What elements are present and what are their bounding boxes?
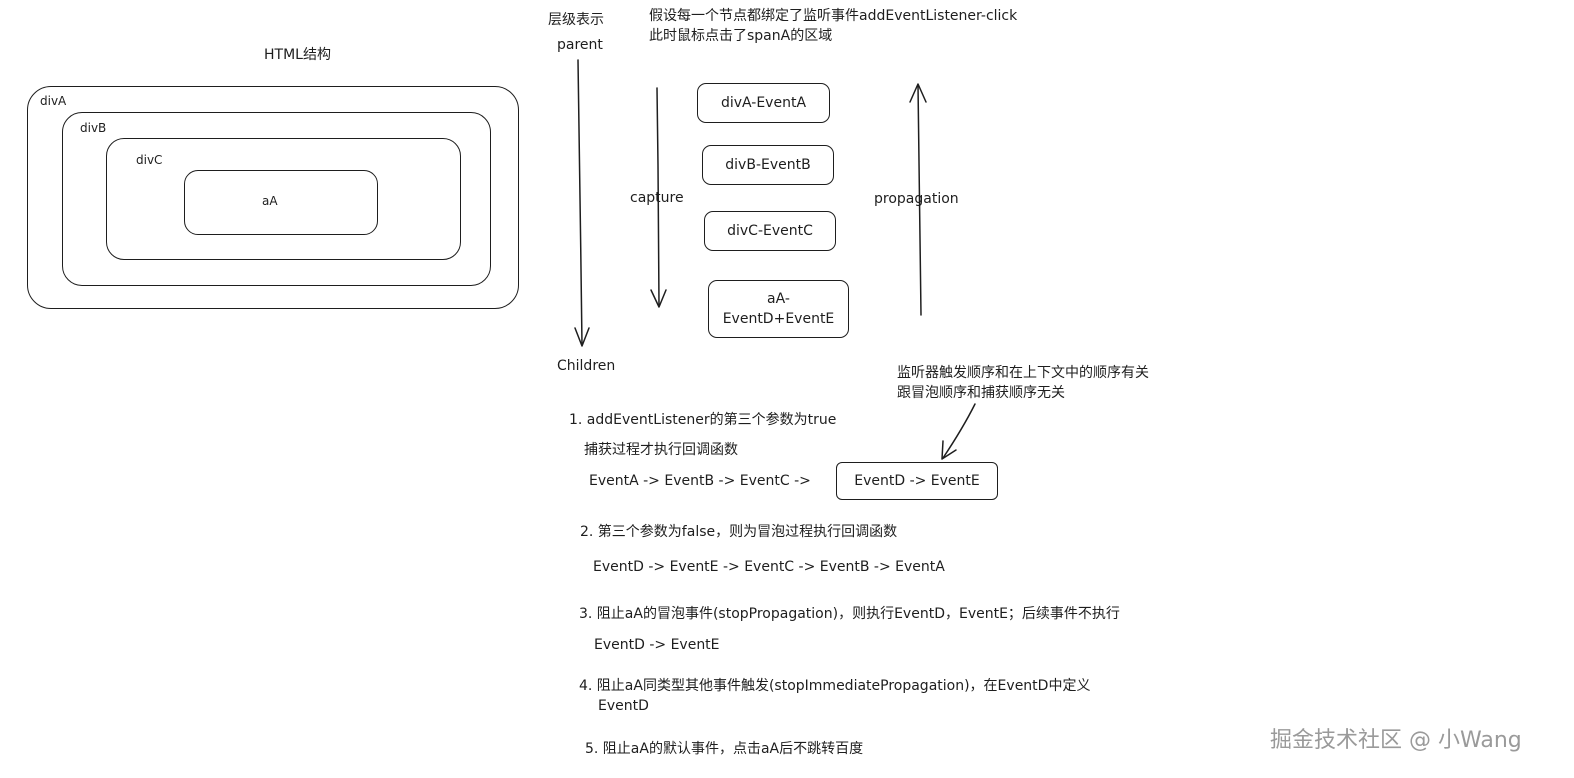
item2-title: 2. 第三个参数为false，则为冒泡过程执行回调函数 bbox=[580, 524, 898, 540]
note-line2: 跟冒泡顺序和捕获顺序无关 bbox=[897, 385, 1065, 401]
event-box-divb: divB-EventB bbox=[702, 145, 834, 185]
event-box-divc: divC-EventC bbox=[704, 211, 836, 251]
item3-title: 3. 阻止aA的冒泡事件(stopPropagation)，则执行EventD，… bbox=[579, 606, 1120, 622]
diva-box bbox=[27, 86, 519, 309]
item1-subtitle: 捕获过程才执行回调函数 bbox=[584, 442, 738, 458]
note-arrowhead bbox=[941, 440, 957, 460]
item1-sequence: EventA -> EventB -> EventC -> bbox=[589, 473, 811, 489]
aa-box bbox=[184, 170, 378, 235]
item2-sequence: EventD -> EventE -> EventC -> EventB -> … bbox=[593, 559, 945, 575]
divc-label: divC bbox=[136, 153, 163, 167]
capture-arrow bbox=[656, 87, 660, 306]
propagation-arrowhead bbox=[909, 83, 927, 103]
event-box-diva: divA-EventA bbox=[697, 83, 830, 123]
item4-title: 4. 阻止aA同类型其他事件触发(stopImmediatePropagatio… bbox=[579, 678, 1091, 694]
item4-sequence: EventD bbox=[598, 698, 649, 714]
item3-sequence: EventD -> EventE bbox=[594, 637, 720, 653]
propagation-label: propagation bbox=[874, 191, 959, 207]
propagation-arrow bbox=[917, 84, 922, 316]
assumption-line1: 假设每一个节点都绑定了监听事件addEventListener-click bbox=[649, 8, 1018, 24]
divc-box bbox=[106, 138, 461, 260]
hierarchy-arrow bbox=[577, 59, 583, 346]
note-line1: 监听器触发顺序和在上下文中的顺序有关 bbox=[897, 365, 1149, 381]
hierarchy-parent: parent bbox=[557, 37, 603, 53]
capture-arrowhead bbox=[650, 289, 667, 308]
watermark: 掘金技术社区 @ 小Wang bbox=[1270, 728, 1522, 753]
hierarchy-children: Children bbox=[557, 358, 616, 374]
capture-label: capture bbox=[630, 190, 684, 206]
divb-box bbox=[62, 112, 491, 286]
note-arrow bbox=[942, 403, 976, 459]
item1-title: 1. addEventListener的第三个参数为true bbox=[569, 412, 837, 428]
hierarchy-arrowhead bbox=[574, 327, 590, 347]
html-structure-title: HTML结构 bbox=[264, 47, 331, 63]
assumption-line2: 此时鼠标点击了spanA的区域 bbox=[649, 28, 833, 44]
divb-label: divB bbox=[80, 121, 107, 135]
diva-label: divA bbox=[40, 94, 67, 108]
item5-title: 5. 阻止aA的默认事件，点击aA后不跳转百度 bbox=[585, 741, 864, 757]
hierarchy-label: 层级表示 bbox=[548, 12, 604, 28]
item1-boxed-sequence: EventD -> EventE bbox=[836, 462, 998, 500]
aa-label: aA bbox=[262, 194, 278, 208]
event-box-aa: aA- EventD+EventE bbox=[708, 280, 849, 338]
